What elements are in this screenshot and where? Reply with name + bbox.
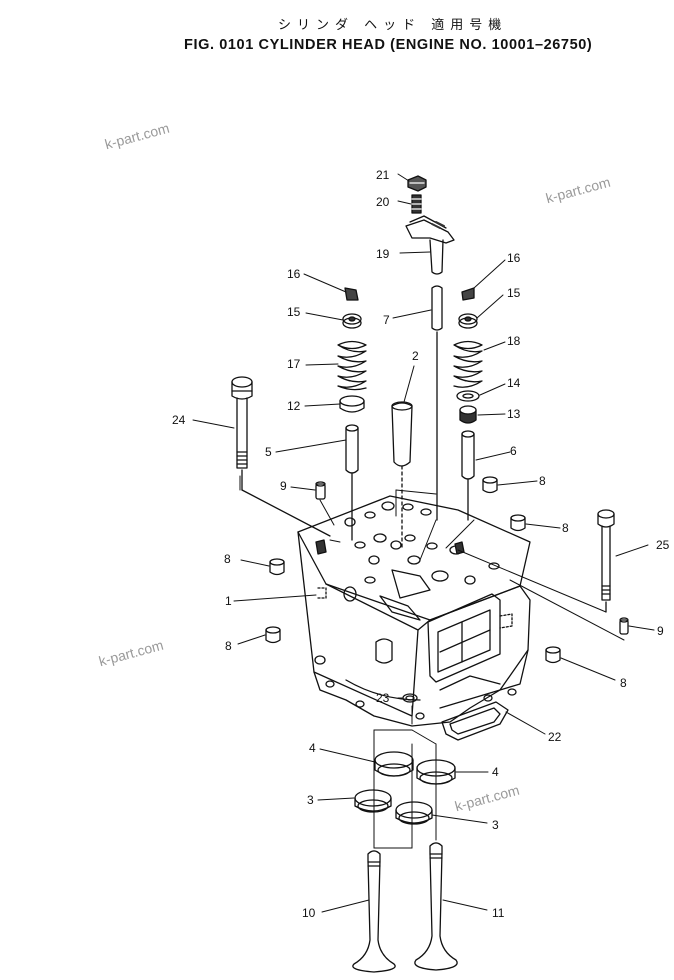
callout-5: 5 — [265, 445, 272, 459]
callout-7: 7 — [383, 313, 390, 327]
part-18-valve-spring — [453, 340, 483, 388]
part-10-intake-valve — [352, 850, 396, 973]
part-24-head-bolt — [231, 376, 331, 537]
part-8-plug — [545, 646, 561, 664]
part-7-pushrod — [431, 285, 443, 521]
part-1-cylinder-head — [297, 495, 531, 727]
callout-12: 12 — [287, 399, 301, 413]
part-19-crosshead — [405, 215, 455, 275]
callout-21: 21 — [376, 168, 390, 182]
part-8-plug — [482, 476, 498, 494]
callout-20: 20 — [376, 195, 390, 209]
part-20-adjust-screw — [411, 194, 422, 214]
part-23-o-ring — [402, 693, 418, 703]
callout-18: 18 — [507, 334, 521, 348]
part-13-seal — [459, 405, 477, 424]
callout-1: 1 — [225, 594, 232, 608]
part-9-dowel — [315, 481, 326, 500]
part-4-valve-insert — [374, 751, 414, 777]
part-21-nut — [407, 175, 427, 192]
figure-title-japanese: シリンダ ヘッド 適用号機 — [278, 18, 508, 33]
callout-3-left: 3 — [307, 793, 314, 807]
leader-lines — [192, 173, 655, 913]
callout-8-b: 8 — [562, 521, 569, 535]
part-3-valve-seat — [354, 789, 392, 813]
callout-4-left: 4 — [309, 741, 316, 755]
part-11-exhaust-valve — [414, 842, 458, 971]
figure-title: FIG. 0101 CYLINDER HEAD (ENGINE NO. 1000… — [184, 37, 593, 53]
callout-8-c: 8 — [224, 552, 231, 566]
callout-8-a: 8 — [539, 474, 546, 488]
part-15-retainer-right — [458, 313, 478, 329]
callout-11: 11 — [492, 906, 505, 920]
callout-23: 23 — [376, 691, 390, 705]
callout-15-left: 15 — [287, 305, 301, 319]
part-8-plug — [265, 626, 281, 644]
part-14-spring-seat — [456, 390, 480, 402]
callout-9-left: 9 — [280, 479, 287, 493]
part-12-spring-seat — [339, 395, 365, 413]
callout-14: 14 — [507, 376, 521, 390]
callout-17: 17 — [287, 357, 301, 371]
part-4-valve-insert — [416, 759, 456, 785]
part-3-valve-seat — [395, 801, 433, 825]
part-6-valve-guide — [461, 430, 475, 521]
callout-13: 13 — [507, 407, 521, 421]
callout-labels: 21 20 19 16 16 15 15 7 2 17 18 14 12 13 … — [172, 168, 670, 920]
callout-22: 22 — [548, 730, 562, 744]
part-8-plug — [269, 558, 285, 576]
part-5-valve-guide — [345, 424, 359, 541]
callout-24: 24 — [172, 413, 186, 427]
callout-3-right: 3 — [492, 818, 499, 832]
callout-25: 25 — [656, 538, 670, 552]
part-9-dowel — [619, 617, 629, 635]
callout-10: 10 — [302, 906, 316, 920]
part-17-valve-spring — [337, 340, 367, 391]
part-16-collet-right — [461, 287, 475, 301]
assembly-lines — [239, 475, 625, 849]
callout-6: 6 — [510, 444, 517, 458]
part-2-sleeve — [391, 401, 413, 551]
part-25-head-bolt — [597, 509, 615, 613]
callout-8-d: 8 — [225, 639, 232, 653]
part-22-gasket — [441, 701, 509, 741]
part-15-retainer-left — [342, 313, 362, 329]
callout-15-right: 15 — [507, 286, 521, 300]
callout-2: 2 — [412, 349, 419, 363]
part-8-plug — [510, 514, 526, 532]
part-16-collet-left — [344, 287, 359, 301]
callout-8-e: 8 — [620, 676, 627, 690]
callout-9-right: 9 — [657, 624, 664, 638]
callout-19: 19 — [376, 247, 390, 261]
callout-16-right: 16 — [507, 251, 521, 265]
callout-4-right: 4 — [492, 765, 499, 779]
callout-16-left: 16 — [287, 267, 301, 281]
